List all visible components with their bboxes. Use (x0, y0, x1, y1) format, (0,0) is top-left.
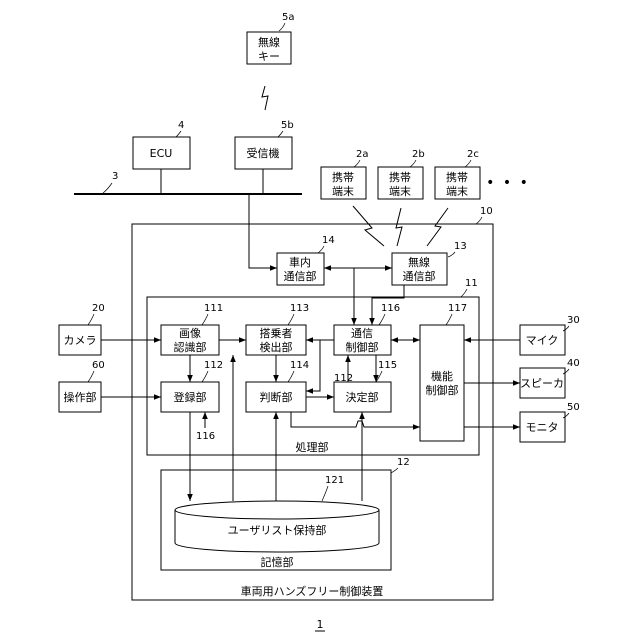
judgment-unit-label: 判断部 (260, 390, 293, 404)
portable-terminal-a-l2: 端末 (332, 184, 354, 198)
portable-terminal-b-l2: 端末 (389, 184, 411, 198)
wireless-link-b (396, 208, 402, 246)
ref-3: 3 (112, 171, 118, 182)
ref-117: 117 (448, 303, 467, 314)
ref-121: 121 (325, 475, 344, 486)
operation-unit-label: 操作部 (64, 390, 97, 404)
ref-4: 4 (178, 120, 184, 131)
comm-control-l2: 制御部 (346, 340, 379, 354)
ref-12: 12 (397, 457, 410, 468)
ref-116-b: 116 (196, 431, 215, 442)
wireless-link-key-receiver (262, 86, 268, 110)
wireless-key-label-2: キー (258, 50, 280, 63)
speaker-label: スピーカ (520, 377, 564, 390)
ref-13: 13 (454, 241, 467, 252)
ref-112-a: 112 (204, 360, 223, 371)
portable-terminal-c-l2: 端末 (446, 184, 468, 198)
processing-unit-label: 処理部 (296, 440, 329, 454)
more-terminals-dots: • • • (486, 175, 530, 191)
monitor-label: モニタ (526, 421, 559, 434)
decision-unit-label: 決定部 (346, 390, 379, 404)
in-vehicle-comm-l1: 車内 (289, 255, 311, 269)
in-vehicle-comm-l2: 通信部 (284, 269, 317, 283)
ref-60: 60 (92, 360, 105, 371)
wireless-link-a (353, 206, 384, 246)
wireless-comm-l1: 無線 (408, 255, 430, 269)
storage-unit-label: 記憶部 (261, 555, 294, 569)
comm-control-l1: 通信 (351, 327, 373, 340)
ref-113: 113 (290, 303, 309, 314)
ref-116: 116 (381, 303, 400, 314)
ref-20: 20 (92, 303, 105, 314)
ref-2a: 2a (356, 149, 369, 160)
ref-5b: 5b (281, 120, 294, 131)
ref-40: 40 (567, 358, 580, 369)
ref-5a: 5a (282, 12, 295, 23)
image-recognition-l1: 画像 (179, 327, 201, 340)
function-control-l1: 機能 (431, 369, 453, 383)
ref-2b: 2b (412, 149, 425, 160)
ref-111: 111 (204, 303, 223, 314)
ref-2c: 2c (467, 149, 479, 160)
ref-30: 30 (567, 315, 580, 326)
mic-label: マイク (526, 334, 559, 347)
camera-label: カメラ (64, 334, 97, 347)
portable-terminal-a-l1: 携帯 (332, 170, 354, 184)
ref-10: 10 (480, 206, 493, 217)
wireless-comm-l2: 通信部 (403, 269, 436, 283)
registration-unit-label: 登録部 (174, 390, 207, 404)
passenger-detection-l1: 搭乗者 (260, 327, 293, 340)
ref-114: 114 (290, 360, 309, 371)
ref-11: 11 (465, 278, 478, 289)
user-list-holding-label: ユーザリスト保持部 (228, 523, 327, 537)
ecu-label: ECU (150, 147, 173, 160)
portable-terminal-c-l1: 携帯 (446, 170, 468, 184)
passenger-detection-l2: 検出部 (260, 340, 293, 354)
ref-112-b: 112 (334, 373, 353, 384)
receiver-label: 受信機 (247, 146, 280, 160)
device-title: 車両用ハンズフリー制御装置 (241, 584, 384, 598)
figure-number: 1 (317, 618, 324, 631)
wireless-key-label-1: 無線 (258, 35, 280, 49)
wireless-link-c (427, 208, 448, 246)
portable-terminal-b-l1: 携帯 (389, 170, 411, 184)
function-control-box (420, 325, 464, 441)
ref-14: 14 (322, 235, 335, 246)
function-control-l2: 制御部 (426, 383, 459, 397)
ref-115: 115 (378, 360, 397, 371)
image-recognition-l2: 認識部 (174, 340, 207, 354)
ref-50: 50 (567, 402, 580, 413)
